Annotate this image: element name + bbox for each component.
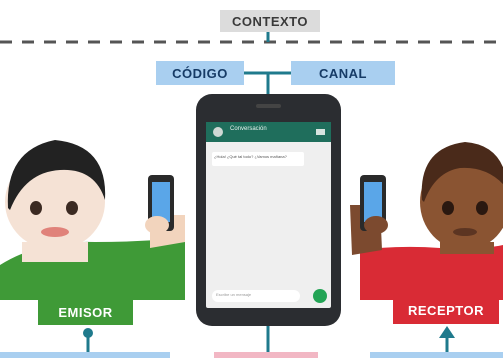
- receptor-arrow-icon: [439, 326, 455, 338]
- chat-input-placeholder: Escribe un mensaje: [216, 292, 252, 297]
- bottom-box-right: [370, 352, 503, 358]
- emisor-character: [0, 140, 185, 300]
- chat-message-bubble: ¿Hola! ¿Qué tal todo? ¿Vamos mañana?: [214, 154, 287, 159]
- contexto-label: CONTEXTO: [220, 10, 320, 32]
- bottom-box-left: [0, 352, 170, 358]
- bottom-box-center: [214, 352, 318, 358]
- receptor-label: RECEPTOR: [393, 297, 499, 324]
- emisor-label: EMISOR: [38, 300, 133, 325]
- central-phone: [196, 94, 341, 326]
- chat-contact-name: Conversación: [230, 126, 267, 132]
- canal-label: CANAL: [291, 61, 395, 85]
- receptor-character: [350, 142, 503, 300]
- emisor-connector-dot: [83, 328, 93, 338]
- codigo-label: CÓDIGO: [156, 61, 244, 85]
